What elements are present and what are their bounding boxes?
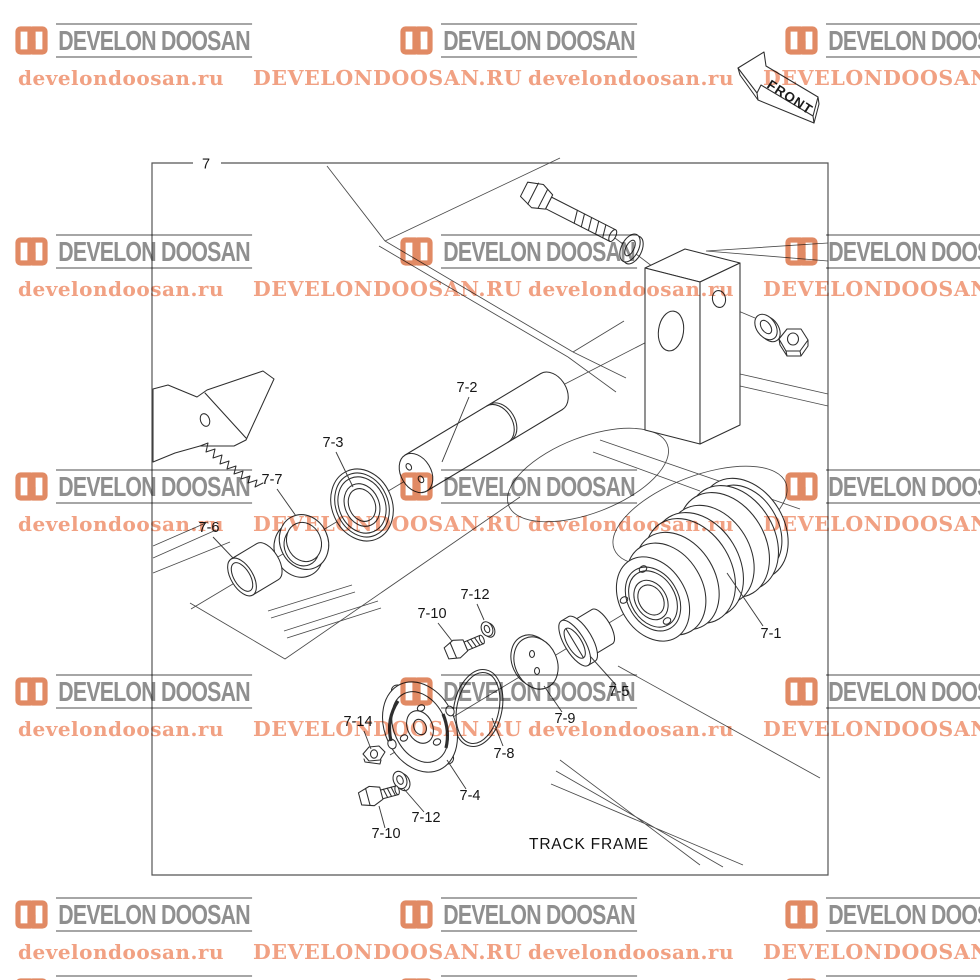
front-direction-arrow: FRONT (737, 51, 820, 124)
washer-part-upper-small (480, 621, 496, 638)
part-label-7-4: 7-4 (460, 788, 481, 804)
hex-bolt-part-lower-small (357, 785, 400, 807)
o-ring-part (452, 669, 504, 747)
seal-ring-part (330, 468, 394, 542)
bushing-part-left (227, 542, 283, 597)
part-label-7-14: 7-14 (343, 714, 372, 730)
bracket-part (152, 370, 275, 488)
part-label-7-2: 7-2 (457, 380, 478, 396)
part-label-7-1: 7-1 (761, 626, 782, 642)
thrust-disc-part (510, 634, 559, 690)
part-label-7-3: 7-3 (323, 435, 344, 451)
part-label-7-7: 7-7 (262, 472, 283, 488)
part-label-7-6: 7-6 (199, 520, 220, 536)
pivot-block-part (644, 248, 741, 445)
bushing-part-center (558, 608, 616, 667)
hex-bolt-part-upper-small (443, 634, 485, 660)
washer-part-right (754, 313, 781, 343)
track-roller-part (615, 477, 789, 642)
part-labels: 7 7-2 7-3 7-7 7-6 7-1 7-5 7-9 7-8 7-10 7… (199, 157, 782, 854)
part-label-7-10-upper: 7-10 (417, 606, 446, 622)
track-frame-caption: TRACK FRAME (529, 836, 649, 853)
label-leader-lines (212, 396, 764, 829)
part-label-7-12-lower: 7-12 (411, 810, 440, 826)
roller-cover-part (382, 681, 458, 773)
part-label-7-9: 7-9 (555, 711, 576, 727)
figure-label-7: 7 (202, 157, 210, 173)
pin-shaft-part (398, 371, 569, 494)
washer-part-lower-small (392, 770, 411, 792)
washer-part-top (619, 233, 644, 265)
nut-part-right (778, 328, 809, 357)
diagram-border (151, 162, 829, 876)
part-label-7-10-lower: 7-10 (371, 826, 400, 842)
hex-bolt-part-top (519, 181, 618, 243)
part-label-7-5: 7-5 (609, 684, 630, 700)
part-label-7-12-upper: 7-12 (460, 587, 489, 603)
part-label-7-8: 7-8 (494, 746, 515, 762)
collar-ring-part (273, 514, 330, 578)
nut-part-small (362, 745, 386, 765)
